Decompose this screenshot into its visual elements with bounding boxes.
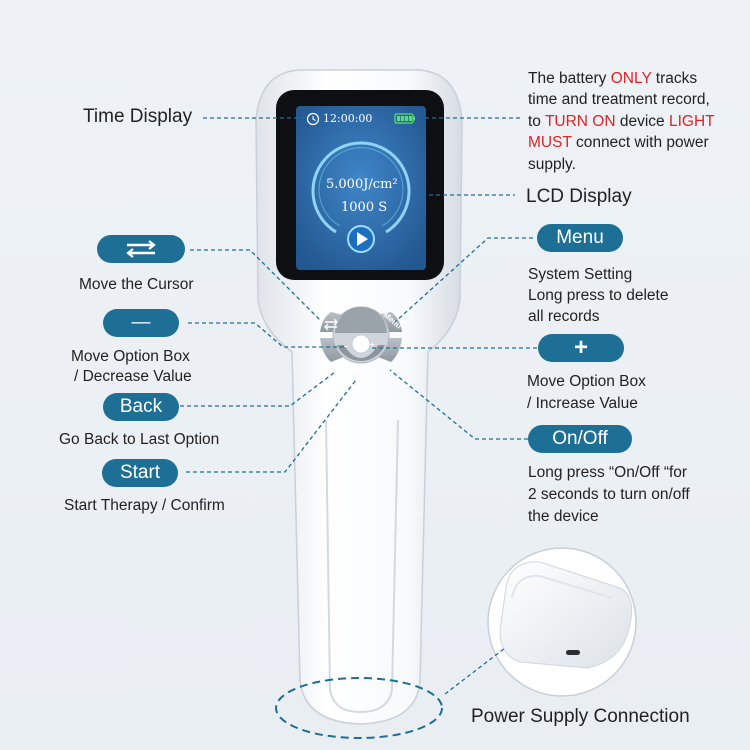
power-port-inset <box>487 547 637 697</box>
clock-icon <box>306 112 320 126</box>
minus-pill: — <box>103 309 179 337</box>
lcd-dose: 5.000J/cm² <box>326 177 398 192</box>
back-pill: Back <box>103 393 179 421</box>
device-minus-label: – <box>343 342 348 351</box>
lcd-duration: 1000 S <box>341 200 388 215</box>
lcd-time: 12:00:00 <box>323 112 373 125</box>
device-cursor-icon <box>324 318 338 331</box>
play-icon <box>347 225 375 253</box>
onoff-desc-1: Long press “On/Off “for <box>528 464 688 481</box>
move-cursor-label: Move the Cursor <box>79 276 194 293</box>
start-pill: Start <box>102 459 178 487</box>
swap-arrows-icon <box>126 240 156 258</box>
menu-desc-2: Long press to delete <box>528 287 669 304</box>
onoff-desc-2: 2 seconds to turn on/off <box>528 486 690 503</box>
battery-note: The battery ONLY tracks time and treatme… <box>528 70 715 173</box>
lcd-screen <box>296 106 426 270</box>
onoff-pill: On/Off <box>528 425 632 453</box>
menu-desc-3: all records <box>528 308 600 325</box>
start-desc: Start Therapy / Confirm <box>64 497 225 514</box>
control-pad: – + Start Menu Back On/Off <box>320 306 403 380</box>
minus-desc-1: Move Option Box <box>71 348 190 365</box>
menu-pill: Menu <box>537 224 623 252</box>
plus-pill: + <box>538 334 624 362</box>
device-plus-label: + <box>370 340 375 349</box>
plus-desc-1: Move Option Box <box>527 373 646 390</box>
minus-desc-2: / Decrease Value <box>74 368 192 385</box>
power-supply-label: Power Supply Connection <box>471 706 690 727</box>
lcd-display-label: LCD Display <box>526 186 632 207</box>
onoff-desc-3: the device <box>528 508 599 525</box>
bottom-dashed-ellipse <box>275 677 443 739</box>
cursor-pill <box>97 235 185 263</box>
device-start-label: Start <box>352 363 371 372</box>
battery-icon <box>394 113 415 124</box>
usb-port <box>566 650 580 655</box>
menu-desc-1: System Setting <box>528 266 633 283</box>
back-desc: Go Back to Last Option <box>59 431 220 448</box>
time-display-label: Time Display <box>83 106 193 127</box>
plus-desc-2: / Increase Value <box>527 395 638 412</box>
